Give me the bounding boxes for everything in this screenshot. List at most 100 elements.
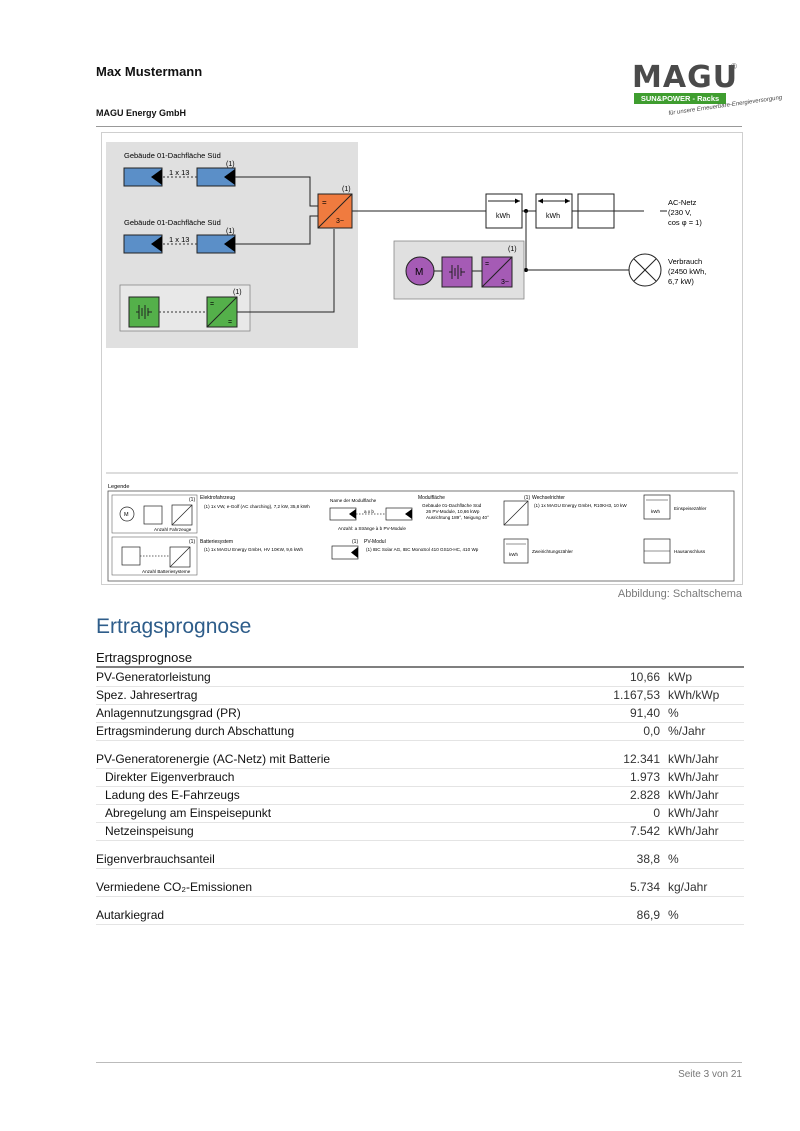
- legend-mf-1: Gebäude 01-Dachfläche Süd: [422, 503, 482, 508]
- company-name: MAGU Energy GmbH: [96, 108, 187, 118]
- author-name: Max Mustermann: [96, 64, 203, 79]
- count-label: (1): [226, 161, 235, 168]
- string-label-2: 1 x 13: [169, 235, 189, 244]
- legend-mf-title: Modulfläche: [418, 495, 445, 501]
- row-value: 86,9: [636, 908, 660, 922]
- legend-count: (1): [189, 539, 195, 545]
- row-label: PV-Generatorenergie (AC-Netz) mit Batter…: [96, 752, 331, 766]
- row-unit: kWh/kWp: [668, 688, 720, 702]
- row-label: Netzeinspeisung: [105, 824, 194, 838]
- magu-logo: MAGU ® SUN&POWER - Racks für unsere Erne…: [630, 62, 783, 118]
- figure-caption: Abbildung: Schaltschema: [617, 588, 742, 600]
- table-title-divider: [96, 666, 744, 668]
- row-value: 1.167,53: [613, 688, 660, 702]
- table-row: Vermiedene CO₂-Emissionen 5.734 kg/Jahr: [96, 879, 744, 897]
- pv-module-icon: [123, 167, 163, 187]
- legend-pv-title: PV-Modul: [364, 539, 386, 545]
- header-divider: [96, 126, 742, 127]
- charger-ac-label: 3~: [501, 279, 509, 286]
- legend-motor-label: M: [124, 512, 129, 518]
- pv-module-icon: [196, 234, 236, 254]
- row-value: 0,0: [643, 724, 660, 738]
- row-unit: %: [668, 852, 679, 866]
- yield-table: PV-Generatorleistung 10,66 kWp Spez. Jah…: [96, 669, 744, 925]
- row-value: 7.542: [629, 824, 660, 838]
- row-unit: kWh/Jahr: [668, 806, 719, 820]
- converter-dc-label: =: [210, 301, 214, 308]
- legend-ev-title: Elektrofahrzeug: [200, 495, 235, 501]
- count-label: (1): [233, 289, 242, 296]
- legend-box: [107, 490, 735, 582]
- count-label: (1): [342, 186, 351, 193]
- consumption-energy: (2450 kWh,: [668, 267, 706, 276]
- ac-net-cosphi: cos φ = 1): [668, 218, 702, 227]
- row-label: Vermiedene CO₂-Emissionen: [96, 880, 253, 894]
- row-value: 5.734: [629, 880, 660, 894]
- wiring-diagram: Gebäude 01-Dachfläche Süd (1) 1 x 13 Geb…: [101, 132, 743, 585]
- ac-net-voltage: (230 V,: [668, 208, 692, 217]
- table-row: Eigenverbrauchsanteil 38,8 %: [96, 851, 744, 869]
- charger-dc-label: =: [485, 261, 489, 268]
- legend-feed-meter: Einspeisezähler: [674, 506, 707, 511]
- converter-dc-label: =: [228, 319, 232, 326]
- legend-wr-title: Wechselrichter: [532, 495, 565, 501]
- legend-title: Legende: [108, 484, 129, 490]
- row-label: PV-Generatorleistung: [96, 670, 211, 684]
- row-unit: %: [668, 706, 679, 720]
- table-row: Direkter Eigenverbrauch 1.973 kWh/Jahr: [96, 769, 744, 787]
- meter-kwh-label: kWh: [496, 213, 510, 220]
- row-value: 12.341: [623, 752, 660, 766]
- string-label-1: 1 x 13: [169, 168, 189, 177]
- legend-ev-desc: (1) 1x VW, e-Golf (AC charching), 7,2 kW…: [204, 504, 310, 509]
- ev-motor-label: M: [415, 267, 423, 278]
- row-unit: %/Jahr: [668, 724, 706, 738]
- ev-battery-icon: [441, 256, 473, 288]
- legend-count: (1): [189, 497, 195, 503]
- legend-axb: a x b: [364, 509, 374, 514]
- page-number: Seite 3 von 21: [678, 1069, 742, 1080]
- row-unit: kWh/Jahr: [668, 752, 719, 766]
- consumption-power: 6,7 kW): [668, 277, 694, 286]
- legend-roofname: Name der Modulfläche: [330, 498, 377, 503]
- pv-module-icon: [123, 234, 163, 254]
- row-value: 38,8: [636, 852, 660, 866]
- row-label: Spez. Jahresertrag: [96, 688, 198, 702]
- row-value: 1.973: [629, 770, 660, 784]
- battery-icon: [128, 296, 160, 328]
- feed-in-meter: [485, 193, 523, 229]
- table-row: PV-Generatorleistung 10,66 kWp: [96, 669, 744, 687]
- row-label: Abregelung am Einspeisepunkt: [105, 806, 272, 820]
- row-value: 10,66: [629, 670, 660, 684]
- row-unit: kg/Jahr: [668, 880, 708, 894]
- footer-divider: [96, 1062, 742, 1063]
- table-title: Ertragsprognose: [96, 650, 193, 665]
- legend-mf-2: 26 PV-Module, 10,66 kWp: [426, 509, 480, 514]
- logo-subtitle: SUN&POWER - Racks: [634, 93, 726, 104]
- row-value: 0: [653, 806, 660, 820]
- table-row: PV-Generatorenergie (AC-Netz) mit Batter…: [96, 751, 744, 769]
- table-row: Anlagennutzungsgrad (PR) 91,40 %: [96, 705, 744, 723]
- table-row: Ladung des E-Fahrzeugs 2.828 kWh/Jahr: [96, 787, 744, 805]
- row-unit: kWh/Jahr: [668, 824, 719, 838]
- count-label: (1): [508, 246, 517, 253]
- row-label: Ladung des E-Fahrzeugs: [105, 788, 240, 802]
- row-label: Direkter Eigenverbrauch: [105, 770, 235, 784]
- consumption-label: Verbrauch: [668, 257, 702, 266]
- row-value: 2.828: [629, 788, 660, 802]
- legend-pv-desc: (1) IBC Solar AG, IBC MonoSol 410 GS10-H…: [366, 547, 479, 552]
- legend-sub-meter: Zweirichtungszähler: [532, 549, 573, 554]
- legend-ev-count: Anzahl Fahrzeuge: [154, 527, 192, 532]
- row-label: Autarkiegrad: [96, 908, 165, 922]
- legend-bat-desc: (1) 1x MAGU Energy GmbH, HV 10KW, 9,6 kW…: [204, 547, 303, 552]
- row-label: Anlagennutzungsgrad (PR): [96, 706, 241, 720]
- roof-label-2: Gebäude 01-Dachfläche Süd: [124, 218, 221, 227]
- inverter-ac-label: 3~: [336, 218, 344, 225]
- row-value: 91,40: [629, 706, 660, 720]
- legend-bat-title: Batteriesystem: [200, 539, 233, 545]
- inverter-dc-label: =: [322, 198, 327, 207]
- bidirectional-meter: [535, 193, 573, 229]
- wiring-diagram-svg: Gebäude 01-Dachfläche Süd (1) 1 x 13 Geb…: [106, 142, 738, 582]
- meter-kwh-label: kWh: [546, 213, 560, 220]
- pv-module-icon: [196, 167, 236, 187]
- row-unit: %: [668, 908, 679, 922]
